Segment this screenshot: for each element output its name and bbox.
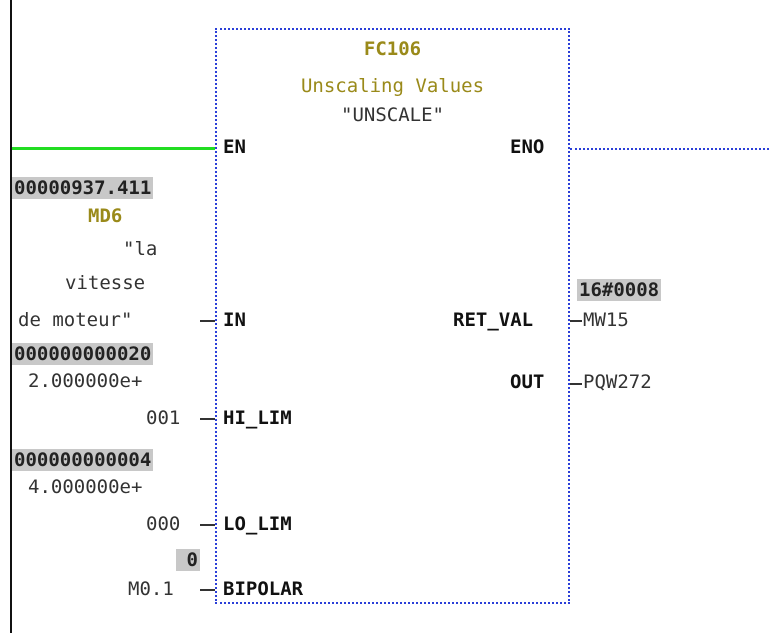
eno-output-line	[570, 148, 769, 150]
block-number: FC106	[363, 38, 422, 60]
bipolar-connector	[200, 589, 215, 591]
hi-lim-value-line-2[interactable]: 001	[146, 407, 181, 429]
ret-val-address[interactable]: MW15	[583, 309, 629, 331]
ret-val-status-value: 16#0008	[577, 279, 662, 301]
hi-lim-value-line-1: 2.000000e+	[28, 370, 143, 392]
block-symbol: "UNSCALE"	[341, 104, 444, 126]
pin-bipolar: BIPOLAR	[223, 578, 304, 600]
in-symbol-line-3: de moteur"	[18, 309, 133, 331]
lo-lim-status-value: 000000000004	[12, 449, 154, 471]
block-title: Unscaling Values	[300, 75, 485, 97]
en-power-line	[12, 147, 215, 150]
in-symbol-line-2: vitesse	[65, 272, 146, 294]
pin-lo-lim: LO_LIM	[223, 513, 292, 535]
hi-lim-status-value: 000000000020	[12, 343, 154, 365]
lo-lim-value-line-2[interactable]: 000	[146, 513, 181, 535]
lo-lim-connector	[200, 524, 215, 526]
pin-ret-val: RET_VAL	[453, 309, 534, 331]
pin-hi-lim: HI_LIM	[223, 407, 292, 429]
in-connector	[200, 320, 215, 322]
ret-val-connector	[570, 320, 582, 322]
pin-eno: ENO	[510, 136, 545, 158]
hi-lim-connector	[200, 418, 215, 420]
pin-en: EN	[223, 136, 246, 158]
function-block-fc106[interactable]	[215, 28, 570, 604]
pin-out: OUT	[510, 371, 545, 393]
out-connector	[570, 383, 582, 385]
in-address[interactable]: MD6	[88, 205, 123, 227]
out-address[interactable]: PQW272	[583, 371, 652, 393]
in-symbol-line-1: "la	[123, 238, 158, 260]
bipolar-status-value: 0	[176, 549, 200, 571]
bipolar-address[interactable]: M0.1	[128, 578, 174, 600]
pin-in: IN	[223, 309, 246, 331]
in-status-value: 00000937.411	[12, 177, 154, 199]
power-rail	[10, 0, 12, 633]
lo-lim-value-line-1: 4.000000e+	[28, 476, 143, 498]
